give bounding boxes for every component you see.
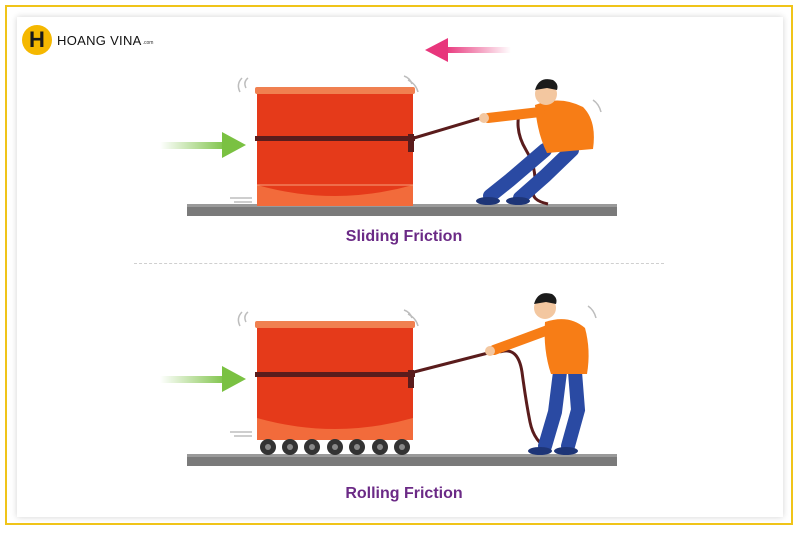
motion-lines <box>230 75 419 203</box>
push-arrow-icon <box>160 132 246 158</box>
wheel-icon <box>304 439 320 455</box>
logo-badge: H <box>22 25 52 55</box>
pull-arrow-icon <box>425 38 511 62</box>
logo-suffix: .com <box>142 40 154 46</box>
push-arrow-icon-2 <box>160 366 246 392</box>
pull-rope <box>413 109 549 206</box>
wheel-icon <box>327 439 343 455</box>
man-pulling-rolling <box>485 293 597 455</box>
sliding-panel <box>160 38 617 216</box>
pull-rope-2 <box>413 349 551 452</box>
wheel-icon <box>282 439 298 455</box>
panel-divider <box>134 263 664 264</box>
wheel-icon <box>260 439 276 455</box>
wheel-icon <box>372 439 388 455</box>
rolling-friction-caption: Rolling Friction <box>345 485 463 502</box>
wheel-icon <box>349 439 365 455</box>
rolling-panel <box>160 293 617 466</box>
man-pulling-sliding <box>476 79 602 205</box>
wheel-icon <box>394 439 410 455</box>
sliding-friction-caption: Sliding Friction <box>345 228 463 245</box>
roller-wheels <box>260 439 410 455</box>
logo-name: HOANG VINA <box>57 32 142 48</box>
heavy-box-on-rollers <box>255 321 415 440</box>
heavy-box <box>255 87 415 206</box>
motion-lines-2 <box>230 309 419 437</box>
brand-logo: H HOANG VINA .com <box>22 25 153 55</box>
